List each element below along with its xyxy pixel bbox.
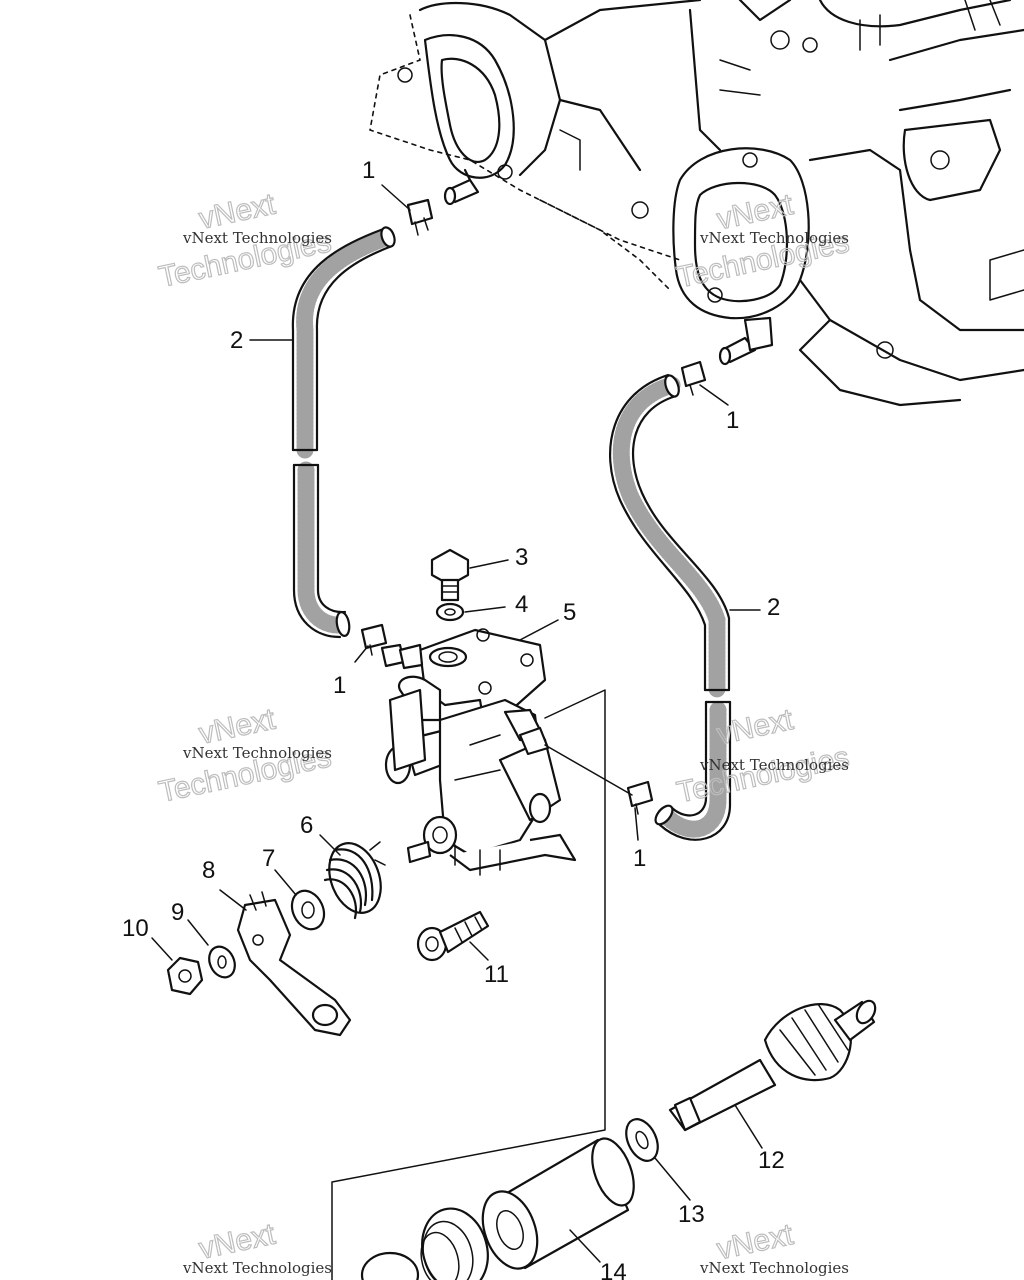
- o-ring-bottom: [360, 1251, 420, 1280]
- washer-part-9: [208, 945, 236, 979]
- svg-text:vNext Technologies: vNext Technologies: [699, 229, 849, 247]
- oil-hose-left: [291, 226, 396, 639]
- svg-text:vNext Technologies: vNext Technologies: [699, 1259, 849, 1277]
- engine-hose-fitting-left: [443, 168, 480, 206]
- washer-part-4: [435, 602, 465, 622]
- bolt-part-11: [416, 910, 490, 962]
- callout-10-nut: 10: [122, 915, 149, 942]
- callout-12-gear-shaft: 12: [758, 1147, 785, 1174]
- callout-5-pump: 5: [563, 599, 576, 626]
- callout-4-washer: 4: [515, 591, 528, 618]
- hose-clamp-lower-left: [360, 623, 388, 656]
- hose-clamp-upper-left: [406, 198, 434, 236]
- callout-labels: 1 2 1 3 4 5 2 1 1 6 7 8 9 10 11 12 13 14: [122, 157, 785, 1280]
- callout-3-bolt: 3: [515, 544, 528, 571]
- callout-14-bushing: 14: [600, 1259, 627, 1280]
- lever-part-8: [236, 891, 352, 1037]
- pump-mounting-outline: [331, 689, 606, 1280]
- svg-text:Technologies: Technologies: [674, 741, 852, 810]
- spring-part-6: [323, 841, 386, 920]
- callout-1-lower-left: 1: [333, 672, 346, 699]
- callout-1-lower-right: 1: [633, 845, 646, 872]
- callout-1-upper-right: 1: [726, 407, 739, 434]
- watermark-bottom-left: vNext vNext Technologies: [182, 1217, 332, 1277]
- callout-13-washer: 13: [678, 1201, 705, 1228]
- watermark-middle-left: vNext Technologies vNext Technologies: [155, 702, 334, 810]
- bolt-part-3: [430, 548, 470, 602]
- svg-text:vNext Technologies: vNext Technologies: [182, 744, 332, 762]
- bushing-part-14: [481, 1137, 635, 1270]
- svg-text:vNext Technologies: vNext Technologies: [182, 229, 332, 247]
- callout-1-upper-left: 1: [362, 157, 375, 184]
- washer-part-13: [625, 1118, 659, 1162]
- watermark-top-right: vNext Technologies vNext Technologies: [673, 187, 852, 295]
- watermark-middle-right: vNext Technologies vNext Technologies: [673, 702, 852, 810]
- washer-part-7: [290, 889, 326, 931]
- callout-8-lever: 8: [202, 857, 215, 884]
- svg-text:vNext Technologies: vNext Technologies: [182, 1259, 332, 1277]
- oil-hose-right: [608, 373, 732, 841]
- callout-2-left-hose: 2: [230, 327, 243, 354]
- callout-6-spring: 6: [300, 812, 313, 839]
- hose-clamp-lower-right: [626, 780, 654, 815]
- svg-text:vNext Technologies: vNext Technologies: [699, 756, 849, 774]
- callout-11-bolt: 11: [484, 961, 509, 988]
- callout-9-washer: 9: [171, 899, 184, 926]
- callout-leaders: [151, 184, 763, 1263]
- callout-7-washer: 7: [262, 845, 275, 872]
- watermark-bottom-right: vNext vNext Technologies: [699, 1217, 849, 1277]
- callout-2-right-hose: 2: [767, 594, 780, 621]
- oil-pump-assembly: [380, 628, 577, 876]
- drive-gear-shaft-part-12: [668, 999, 877, 1132]
- engine-cylinder-block: [369, 0, 1024, 407]
- engine-hose-fitting-right: [718, 316, 774, 366]
- spring-bottom: [420, 1207, 489, 1280]
- nut-part-10: [166, 956, 204, 996]
- hose-clamp-upper-right: [680, 360, 707, 396]
